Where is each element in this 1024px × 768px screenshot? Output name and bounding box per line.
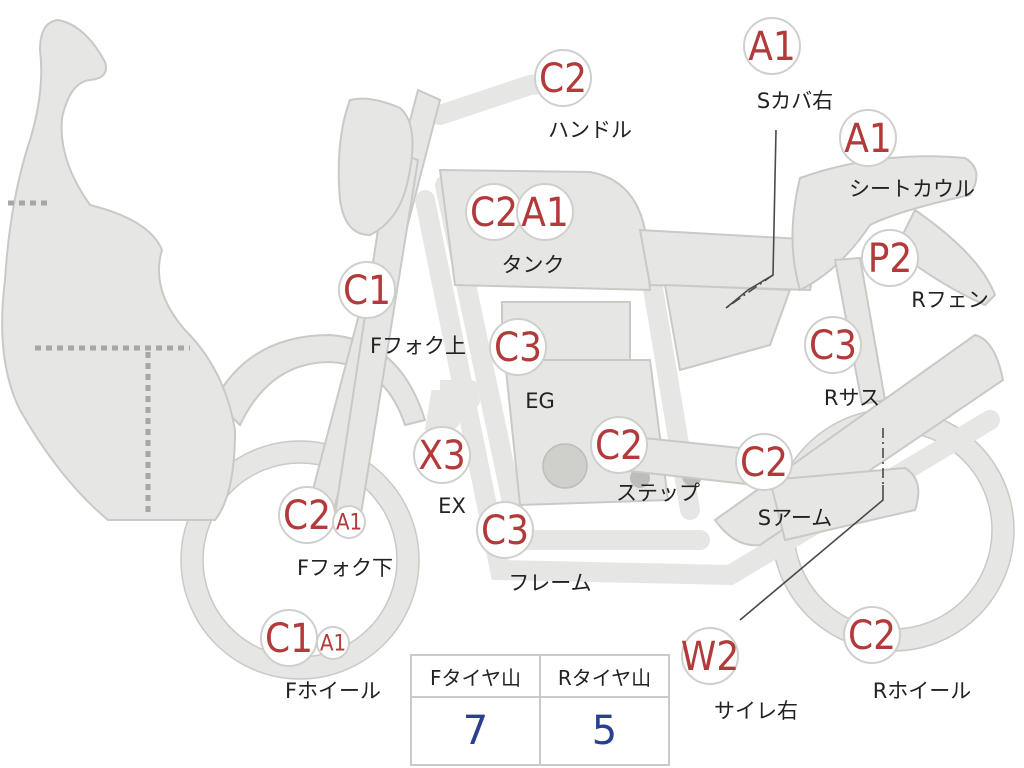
part-label-silencer-right: サイレ右: [714, 699, 798, 723]
grade-badge-text: A1: [320, 632, 346, 657]
grade-badge-text: C3: [809, 323, 857, 369]
part-label-f-fork-upper: Fフォク上: [370, 334, 466, 358]
grade-badge-text: C2: [470, 190, 518, 236]
grade-badge-f-fork-lower-0: C2: [278, 486, 336, 544]
grade-badge-silencer-right-0: W2: [681, 627, 739, 685]
headlight-shape: [337, 97, 414, 237]
grade-badge-engine-0: C3: [489, 318, 547, 376]
part-label-seat-cowl: シートカウル: [849, 177, 975, 201]
part-label-f-fork-lower: Fフォク下: [297, 556, 393, 580]
side-cover-pointer-line: [725, 129, 777, 309]
grade-badge-text: C2: [740, 440, 788, 486]
side-cover-pointer-dash: [725, 274, 774, 309]
seat-shape: [638, 228, 822, 292]
grade-badge-r-suspension-0: C3: [804, 316, 862, 374]
grade-badge-circle: [516, 183, 574, 241]
grade-badge-text: P2: [868, 236, 913, 282]
part-label-step: ステップ: [616, 481, 700, 505]
grade-badge-circle: [338, 261, 396, 319]
front-tire-value: 7: [410, 696, 541, 766]
grade-badge-text: X3: [418, 433, 466, 479]
grade-badge-swing-arm-0: C2: [735, 433, 793, 491]
part-label-s-cover-right: Sカバ右: [757, 89, 833, 113]
part-label-f-wheel: Fホイール: [285, 679, 381, 703]
grade-badge-text: C2: [595, 423, 643, 469]
grade-badge-circle: [489, 318, 547, 376]
grade-badge-circle: [534, 49, 592, 107]
side-cover-shape: [663, 283, 792, 372]
grade-badge-f-fork-lower-1: A1: [332, 505, 366, 539]
seat-cowl-shape: [791, 155, 978, 292]
grade-badge-step-0: C2: [590, 416, 648, 474]
part-label-r-suspension: Rサス: [824, 386, 880, 410]
grade-badge-circle: [316, 626, 350, 660]
silencer-shape: [768, 466, 920, 542]
grade-badge-text: A1: [336, 511, 362, 536]
grade-badge-text: C1: [343, 268, 391, 314]
front-tire-header: Fタイヤ山: [410, 654, 541, 698]
grade-badge-tank-1: A1: [516, 183, 574, 241]
part-label-r-wheel: Rホイール: [873, 679, 972, 703]
grade-badge-f-fork-upper-0: C1: [338, 261, 396, 319]
grade-badge-f-wheel-0: C1: [260, 609, 318, 667]
grade-badge-circle: [332, 505, 366, 539]
grade-badge-circle: [804, 316, 862, 374]
grade-badge-text: C2: [283, 493, 331, 539]
grade-badge-text: C3: [481, 508, 529, 554]
part-label-frame: フレーム: [508, 571, 591, 595]
grade-badge-text: A1: [748, 24, 796, 70]
grade-badge-text: C3: [494, 325, 542, 371]
grade-badge-circle: [590, 416, 648, 474]
grade-badge-text: A1: [521, 190, 569, 236]
part-label-handle: ハンドル: [548, 118, 632, 142]
tire-tread-table: Fタイヤ山 Rタイヤ山 7 5: [410, 654, 670, 766]
grade-badge-circle: [476, 501, 534, 559]
rear-tire-value: 5: [539, 696, 670, 766]
grade-badge-circle: [735, 433, 793, 491]
grade-badge-frame-0: C3: [476, 501, 534, 559]
grade-badge-r-fender-0: P2: [861, 229, 919, 287]
grade-badge-f-wheel-1: A1: [316, 626, 350, 660]
part-label-swing-arm: Sアーム: [758, 506, 832, 530]
silencer-pointer-line: [739, 485, 884, 621]
part-label-r-fender: Rフェン: [911, 288, 989, 312]
grade-badge-text: A1: [844, 116, 892, 162]
grade-badge-text: C1: [265, 616, 313, 662]
grade-badge-tank-0: C2: [465, 183, 523, 241]
grade-badge-circle: [743, 17, 801, 75]
grade-badge-circle: [861, 229, 919, 287]
grade-badge-s-cover-right-0: A1: [743, 17, 801, 75]
part-label-engine: EG: [525, 389, 555, 413]
part-label-exhaust: EX: [438, 494, 466, 518]
cowl-dashed-line-lower: [35, 345, 190, 515]
grade-badge-text: W2: [681, 634, 739, 680]
exhaust-shape: [425, 390, 480, 440]
grade-badge-circle: [839, 109, 897, 167]
engine-case-circle: [542, 443, 588, 489]
grade-badge-seat-cowl-0: A1: [839, 109, 897, 167]
grade-badge-circle: [681, 627, 739, 685]
grade-badge-text: C2: [539, 56, 587, 102]
grade-badge-exhaust-0: X3: [413, 426, 471, 484]
front-cowl-shape: [1, 18, 237, 521]
part-label-tank: タンク: [502, 253, 565, 277]
grade-badge-text: C2: [848, 613, 896, 659]
grade-badge-handle-0: C2: [534, 49, 592, 107]
grade-badge-circle: [413, 426, 471, 484]
grade-badge-circle: [843, 606, 901, 664]
rear-tire-header: Rタイヤ山: [539, 654, 670, 698]
grade-badge-r-wheel-0: C2: [843, 606, 901, 664]
